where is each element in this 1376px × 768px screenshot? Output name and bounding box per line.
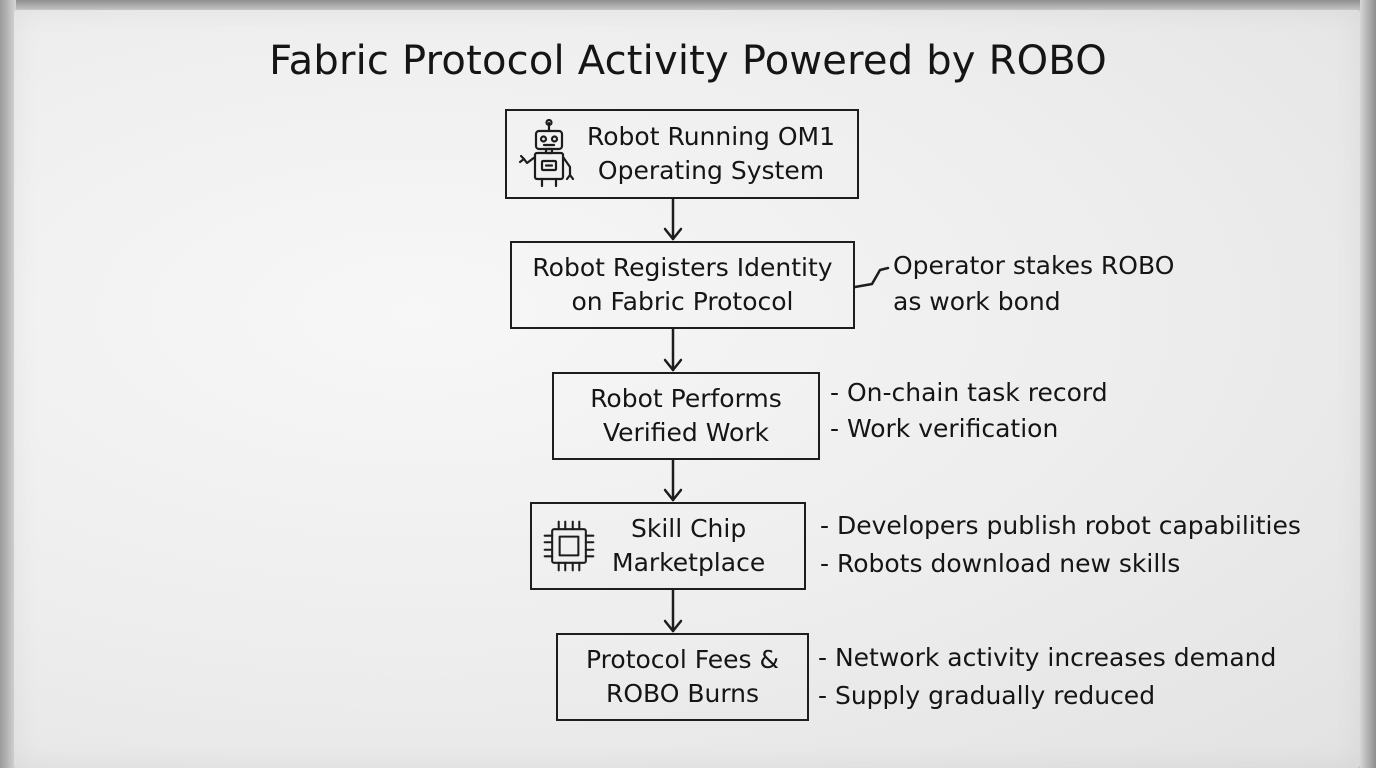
note-operator-stakes: Operator stakes ROBO as work bond — [893, 248, 1174, 320]
node-protocol-fees-burns: Protocol Fees & ROBO Burns — [556, 633, 809, 721]
node-label: Robot Performs Verified Work — [590, 384, 782, 447]
node-label: Skill Chip Marketplace — [612, 514, 766, 577]
node-label: Robot Running OM1 Operating System — [587, 122, 835, 185]
note-line: - Developers publish robot capabilities — [820, 511, 1301, 540]
note-line: Operator stakes ROBO — [893, 251, 1175, 280]
note-line: - On-chain task record — [830, 378, 1108, 407]
note-fees-details: - Network activity increases demand - Su… — [818, 640, 1276, 714]
node-skill-chip-marketplace: Skill Chip Marketplace — [530, 502, 806, 590]
note-line: - Network activity increases demand — [818, 643, 1277, 672]
node-robot-running-om1: Robot Running OM1 Operating System — [505, 109, 859, 199]
note-line: as work bond — [893, 287, 1061, 316]
note-performs-details: - On-chain task record - Work verificati… — [830, 375, 1108, 447]
chip-icon — [540, 510, 598, 582]
note-line: - Supply gradually reduced — [818, 681, 1156, 710]
diagram-title: Fabric Protocol Activity Powered by ROBO — [269, 38, 1107, 84]
whiteboard-frame-top — [0, 0, 1376, 12]
note-line: - Work verification — [830, 414, 1059, 443]
robot-icon — [517, 118, 581, 190]
note-marketplace-details: - Developers publish robot capabilities … — [820, 508, 1301, 582]
note-line: - Robots download new skills — [820, 549, 1181, 578]
whiteboard-surface — [14, 10, 1360, 768]
node-label: Robot Registers Identity on Fabric Proto… — [532, 253, 833, 316]
node-label: Protocol Fees & ROBO Burns — [586, 645, 779, 708]
whiteboard-frame-left — [0, 0, 16, 768]
node-robot-registers-identity: Robot Registers Identity on Fabric Proto… — [510, 241, 855, 329]
node-robot-performs-work: Robot Performs Verified Work — [552, 372, 820, 460]
whiteboard-frame-right — [1360, 0, 1376, 768]
